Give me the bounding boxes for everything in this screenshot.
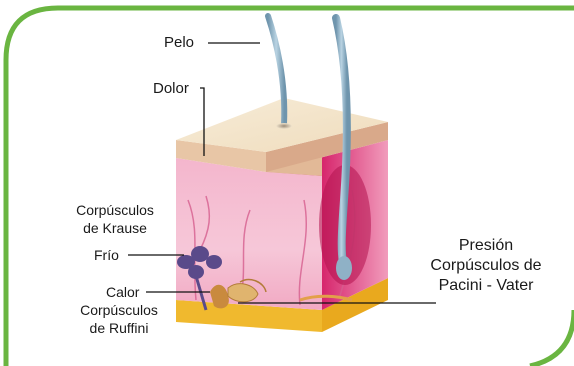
hair-pore [276, 123, 292, 129]
label-krause-line1: Corpúsculos [60, 201, 170, 219]
label-pelo: Pelo [164, 33, 194, 52]
label-ruffini-line1: Corpúsculos [64, 301, 174, 319]
label-ruffini-line2: de Ruffini [64, 319, 174, 337]
label-krause: Corpúsculos de Krause [60, 201, 170, 237]
label-krause-line2: de Krause [60, 219, 170, 237]
label-ruffini: Corpúsculos de Ruffini [64, 301, 174, 337]
frame-border-br [530, 310, 574, 366]
label-frio: Frío [94, 246, 119, 265]
hair-bulb [336, 256, 352, 280]
label-pacini-line2: Pacini - Vater [416, 276, 556, 296]
label-pacini: Presión Corpúsculos de Pacini - Vater [416, 236, 556, 296]
label-dolor: Dolor [153, 79, 189, 98]
label-pacini-line1: Corpúsculos de [416, 256, 556, 276]
label-calor: Calor [106, 283, 139, 302]
label-presion: Presión [416, 236, 556, 256]
